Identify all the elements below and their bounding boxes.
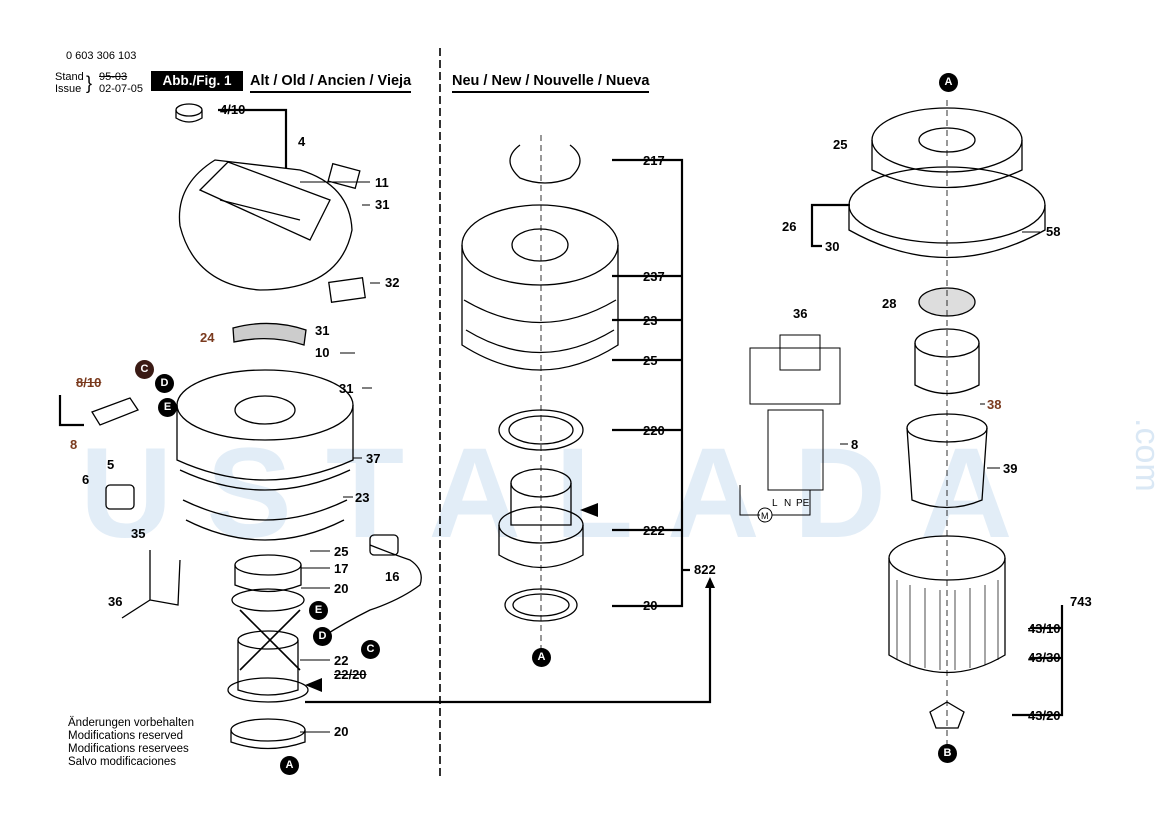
crossed-out-part xyxy=(239,609,301,671)
callout-old-37: 37 xyxy=(366,451,381,466)
callout-old-20a: 20 xyxy=(334,581,349,596)
motor-cover-part xyxy=(178,159,353,291)
callout-old-36: 36 xyxy=(108,594,123,609)
callout-old-32: 32 xyxy=(385,275,400,290)
callout-right-36: 36 xyxy=(793,306,808,321)
terminal-n: N xyxy=(784,498,792,509)
callout-right-43-20: 43/20 xyxy=(1028,708,1061,723)
callout-right-38: 38 xyxy=(987,397,1002,412)
marker-a-old: A xyxy=(280,756,299,775)
callout-old-10: 10 xyxy=(315,345,330,360)
callout-new-822: 822 xyxy=(694,562,716,577)
callout-old-17: 17 xyxy=(334,561,349,576)
watermark-suffix: .com xyxy=(1128,418,1166,492)
wiring-diagram xyxy=(739,334,841,523)
callout-right-39: 39 xyxy=(1003,461,1018,476)
stand-date: 95-03 xyxy=(99,71,128,83)
marker-b-right: B xyxy=(938,744,957,763)
switch-assembly-5 xyxy=(91,397,139,426)
note-line-en: Modifications reserved xyxy=(68,730,184,742)
stand-label: Stand xyxy=(55,71,84,83)
callout-old-23: 23 xyxy=(355,490,370,505)
issue-label: Issue xyxy=(55,83,82,95)
callout-new-25: 25 xyxy=(643,353,658,368)
callout-old-4-10: 4/10 xyxy=(220,102,246,117)
callout-right-43-30: 43/30 xyxy=(1028,650,1061,665)
wiring-set-36 xyxy=(121,550,181,619)
terminal-pe: PE xyxy=(796,498,810,509)
callout-right-43-10: 43/10 xyxy=(1028,621,1061,636)
callout-right-30: 30 xyxy=(825,239,840,254)
callout-new-23: 23 xyxy=(643,313,658,328)
callout-right-58: 58 xyxy=(1046,224,1061,239)
part-number: 0 603 306 103 xyxy=(66,50,137,62)
marker-e-switch: E xyxy=(158,398,177,417)
callout-new-220: 220 xyxy=(643,423,665,438)
old-column-title: Alt / Old / Ancien / Vieja xyxy=(250,72,412,93)
retaining-ring-217 xyxy=(509,144,581,184)
knob-part xyxy=(175,103,203,123)
note-line-es: Salvo modificaciones xyxy=(68,756,177,768)
callout-old-6: 6 xyxy=(82,472,90,487)
watermark-text: USTALADA xyxy=(80,422,1047,565)
marker-d-switch: D xyxy=(155,374,174,393)
callout-old-8: 8 xyxy=(70,437,78,452)
marker-e-cord: E xyxy=(309,601,328,620)
callout-old-24: 24 xyxy=(200,330,215,345)
issue-date: 02-07-05 xyxy=(99,83,144,95)
callout-right-26: 26 xyxy=(782,219,797,234)
callout-new-20: 20 xyxy=(643,598,658,613)
callout-old-20b: 20 xyxy=(334,724,349,739)
note-line-fr: Modifications reservees xyxy=(68,743,189,755)
callout-new-217: 217 xyxy=(643,153,665,168)
note-line-de: Änderungen vorbehalten xyxy=(68,717,194,729)
modification-notes: Änderungen vorbehalten Modifications res… xyxy=(68,717,194,769)
callout-old-31a: 31 xyxy=(375,197,390,212)
marker-d-cord: D xyxy=(313,627,332,646)
callout-right-8: 8 xyxy=(851,437,859,452)
callout-right-28: 28 xyxy=(882,296,897,311)
callout-old-25: 25 xyxy=(334,544,349,559)
label-plate-32 xyxy=(328,276,366,304)
marker-a-new: A xyxy=(532,648,551,667)
brace-glyph: } xyxy=(86,73,93,93)
new-column-title: Neu / New / Nouvelle / Nueva xyxy=(452,72,650,93)
housing-old-part xyxy=(176,369,354,541)
callout-old-5: 5 xyxy=(107,457,115,472)
marker-a-right: A xyxy=(939,73,958,92)
callout-old-11: 11 xyxy=(375,175,389,190)
callout-new-237: 237 xyxy=(643,269,665,284)
callout-new-222: 222 xyxy=(643,523,665,538)
filter-old-part xyxy=(227,554,309,750)
callout-old-22: 22 xyxy=(334,653,349,668)
power-cord-16 xyxy=(317,534,422,641)
terminal-l: L xyxy=(772,498,778,509)
motor-symbol: M xyxy=(761,511,769,521)
callout-old-31b: 31 xyxy=(315,323,330,338)
callout-old-35: 35 xyxy=(131,526,146,541)
callout-old-16: 16 xyxy=(385,569,400,584)
callout-old-8-10: 8/10 xyxy=(76,375,102,390)
label-plate-11 xyxy=(327,162,361,190)
marker-c-cord: C xyxy=(361,640,380,659)
figure-badge: Abb./Fig. 1 xyxy=(151,71,243,91)
callout-old-22-20: 22/20 xyxy=(334,667,367,682)
filter-band-24 xyxy=(232,322,307,346)
housing-new-237 xyxy=(461,204,619,371)
callout-old-31c: 31 xyxy=(339,381,354,396)
suppressor-6 xyxy=(105,484,135,510)
marker-c-switch: C xyxy=(135,360,154,379)
callout-old-4: 4 xyxy=(298,134,306,149)
callout-right-743: 743 xyxy=(1070,594,1092,609)
callout-right-25: 25 xyxy=(833,137,848,152)
filter-nut-43-20 xyxy=(929,701,965,729)
